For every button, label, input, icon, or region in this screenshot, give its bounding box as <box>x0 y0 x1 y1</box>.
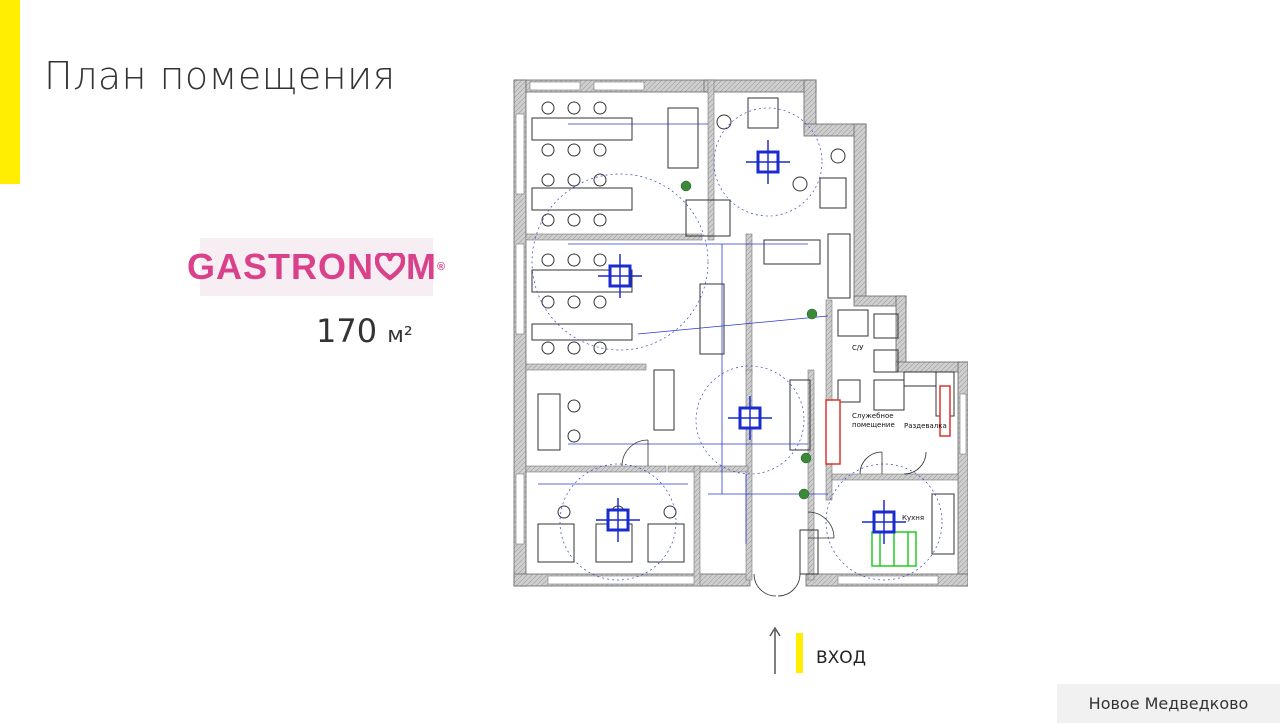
entrance-marker <box>796 633 803 673</box>
registered-mark: ® <box>436 261 447 273</box>
furniture <box>531 97 955 575</box>
wc-label: С/У <box>852 344 864 352</box>
area-value: 170 м² <box>316 312 413 350</box>
outer-walls <box>513 79 968 587</box>
footer-location: Новое Медведково <box>1057 684 1280 723</box>
area-number: 170 <box>316 312 378 350</box>
floor-plan: С/У Служебное помещение Раздевалка Кухня <box>513 79 968 597</box>
brand-logo-suffix: M <box>405 246 437 287</box>
changing-room-label: Раздевалка <box>904 422 947 430</box>
kitchen-label: Кухня <box>902 514 924 522</box>
room-labels: С/У Служебное помещение Раздевалка Кухня <box>852 344 947 522</box>
accent-bar <box>0 0 20 184</box>
piping-lines <box>538 123 829 544</box>
page-title: План помещения <box>44 54 396 98</box>
service-shelving <box>825 385 951 465</box>
entrance-label: ВХОД <box>816 648 866 668</box>
brand-logo-prefix: GASTRON <box>186 246 374 287</box>
interior-walls <box>525 79 959 587</box>
kitchen-equipment <box>871 531 917 567</box>
doors <box>621 439 927 597</box>
area-unit: м² <box>387 323 413 348</box>
arrow-up-icon <box>769 626 781 674</box>
brand-logo-text: GASTRON M ® <box>187 246 446 288</box>
service-room-label-line1: Служебное <box>852 412 894 420</box>
brand-logo: GASTRON M ® <box>187 238 445 296</box>
ac-coverage <box>531 107 943 581</box>
service-room-label: Служебное помещение <box>852 412 896 429</box>
service-room-label-line2: помещение <box>852 421 895 429</box>
heart-icon <box>374 253 405 281</box>
plants <box>680 180 818 500</box>
ac-airflow-arrows <box>596 140 906 544</box>
